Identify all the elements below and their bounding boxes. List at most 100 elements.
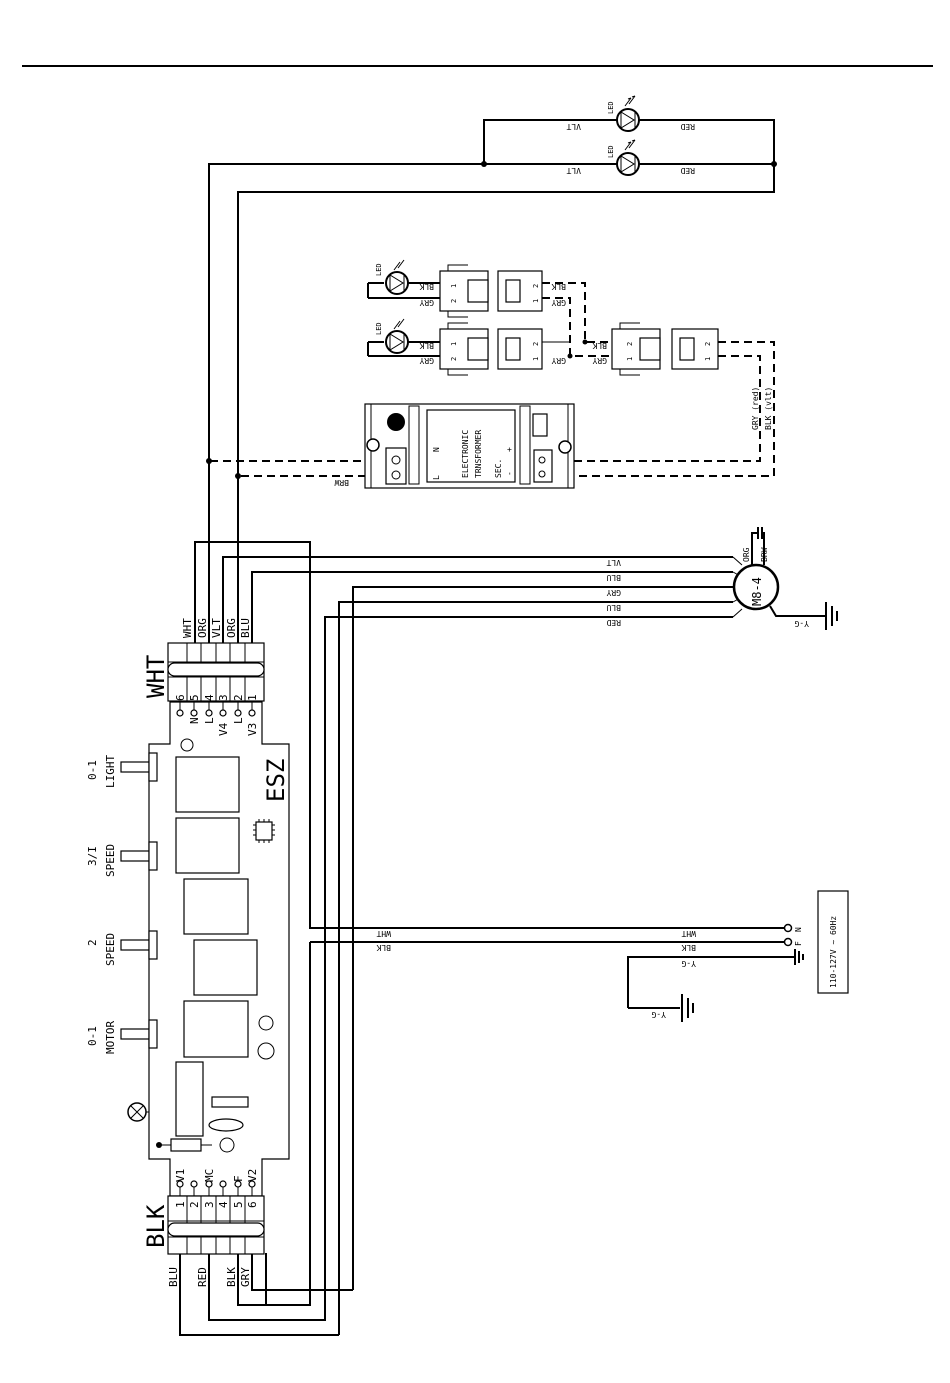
svg-text:2: 2 bbox=[450, 357, 458, 361]
relay-2 bbox=[175, 817, 240, 874]
motor-wire-vlt: VLT bbox=[606, 558, 621, 567]
wht-wire-vlt: VLT bbox=[210, 618, 223, 638]
motor-label: M8-4 bbox=[750, 577, 764, 606]
svg-text:1: 1 bbox=[174, 1201, 187, 1208]
switch-light-label: LIGHT bbox=[104, 755, 117, 788]
relay-4 bbox=[193, 939, 258, 996]
switch-light[interactable] bbox=[120, 752, 158, 782]
svg-text:3: 3 bbox=[203, 1201, 216, 1208]
svg-text:V2: V2 bbox=[246, 1169, 259, 1182]
switch-speed2-label: SPEED bbox=[104, 933, 117, 966]
connector-housing bbox=[439, 264, 719, 376]
svg-text:2: 2 bbox=[188, 1201, 201, 1208]
svg-text:1: 1 bbox=[532, 357, 540, 361]
transformer-primary-n: N bbox=[432, 447, 441, 452]
svg-text:L: L bbox=[232, 717, 245, 724]
supply-wire-wht: WHT bbox=[376, 929, 391, 938]
svg-text:2: 2 bbox=[232, 694, 245, 701]
relay-5 bbox=[183, 1000, 249, 1058]
supply-wire-blk: BLK bbox=[376, 943, 391, 952]
svg-text:V1: V1 bbox=[174, 1169, 187, 1182]
wht-connector-label: WHT bbox=[142, 655, 170, 698]
switch-speed2-state: 2 bbox=[86, 939, 99, 946]
board-name: ESZ bbox=[262, 759, 290, 802]
svg-text:MC: MC bbox=[203, 1169, 216, 1182]
switch-speed3-label: SPEED bbox=[104, 844, 117, 877]
svg-text:1: 1 bbox=[450, 284, 458, 288]
wire-label-blk: BLK bbox=[551, 282, 566, 291]
svg-text:1: 1 bbox=[626, 357, 634, 361]
svg-text:N: N bbox=[188, 717, 201, 724]
svg-text:V4: V4 bbox=[217, 722, 230, 736]
motor-wire-brw: BRW bbox=[760, 547, 769, 562]
switch-motor[interactable] bbox=[120, 1019, 158, 1049]
blk-connector-label: BLK bbox=[142, 1204, 170, 1248]
wire-label-gry: GRY bbox=[592, 356, 607, 365]
wht-connector bbox=[167, 642, 265, 717]
switch-speed-2[interactable] bbox=[120, 930, 158, 960]
wire-label-red: RED bbox=[680, 166, 695, 175]
motor-wire-blu: BLU bbox=[606, 573, 621, 582]
svg-text:5: 5 bbox=[188, 694, 201, 701]
blk-wire-red: RED bbox=[196, 1267, 209, 1287]
motor-circle bbox=[732, 563, 780, 611]
svg-text:4: 4 bbox=[217, 1201, 230, 1208]
motor-wire-blu: BLU bbox=[606, 603, 621, 612]
resistor-block bbox=[211, 1096, 249, 1108]
svg-text:2: 2 bbox=[532, 342, 540, 346]
transformer-title-1: ELECTRONIC bbox=[461, 430, 470, 478]
wire-label-blk-vlt: BLK (vlt) bbox=[764, 387, 773, 430]
supply-box bbox=[817, 890, 849, 994]
control-board: ESZ bbox=[86, 618, 353, 1336]
wire-label-vlt: VLT bbox=[566, 122, 581, 131]
svg-text:1: 1 bbox=[450, 342, 458, 346]
wire-label-gry-red: GRY (red) bbox=[751, 387, 760, 430]
transformer-sec-minus: - bbox=[505, 471, 514, 476]
wht-wire-org: ORG bbox=[196, 618, 209, 638]
supply-label: 110-127V ~ 60Hz bbox=[829, 916, 838, 988]
transformer-sec-plus: + bbox=[505, 447, 514, 452]
lamp-icon bbox=[127, 1102, 149, 1122]
motor: M8-4 ORG BRW Y-G VLT BLU GRY BLU RED bbox=[194, 527, 838, 1335]
led-label: LED bbox=[607, 145, 615, 158]
blk-connector bbox=[167, 1180, 265, 1255]
wht-wire-org: ORG bbox=[225, 618, 238, 638]
svg-text:1: 1 bbox=[246, 694, 259, 701]
svg-text:4: 4 bbox=[203, 694, 216, 701]
svg-text:6: 6 bbox=[174, 694, 187, 701]
switch-speed3-state: 3/I bbox=[86, 846, 99, 866]
supply-ground-label-2: Y-G bbox=[651, 1010, 666, 1019]
svg-text:6: 6 bbox=[246, 1201, 259, 1208]
motor-wire-red: RED bbox=[606, 618, 621, 627]
svg-text:2: 2 bbox=[626, 342, 634, 346]
led-label: LED bbox=[375, 322, 383, 335]
svg-text:1: 1 bbox=[532, 299, 540, 303]
svg-text:2: 2 bbox=[532, 284, 540, 288]
wht-wire-blu: BLU bbox=[239, 618, 252, 638]
led-icon bbox=[616, 139, 640, 176]
blk-wire-blk: BLK bbox=[225, 1267, 238, 1287]
top-led-circuit: LED LED VLT RED VLT RED bbox=[208, 95, 777, 650]
transformer-title-2: TRNSFORMER bbox=[474, 430, 483, 478]
relay-3 bbox=[183, 878, 249, 935]
blk-wire-blu: BLU bbox=[167, 1267, 180, 1287]
chip bbox=[255, 821, 273, 841]
wire-label-gry: GRY bbox=[419, 298, 434, 307]
wire-label-gry: GRY bbox=[551, 356, 566, 365]
led-icon bbox=[367, 318, 440, 357]
middle-led-circuit: LED LED bbox=[206, 259, 775, 479]
power-supply: N F 110-127V ~ 60Hz WHT BLK WHT BLK Y-G … bbox=[265, 890, 849, 1306]
svg-text:F: F bbox=[232, 1175, 245, 1182]
switch-speed-3[interactable] bbox=[120, 841, 158, 871]
wire-label-vlt: VLT bbox=[566, 166, 581, 175]
wire-label-blk: BLK bbox=[419, 282, 434, 291]
transformer-primary-l: L bbox=[432, 475, 441, 480]
capacitor-block bbox=[175, 1061, 204, 1137]
motor-wire-gry: GRY bbox=[606, 588, 621, 597]
terminal-n: N bbox=[794, 927, 803, 932]
switch-motor-state: 0-1 bbox=[86, 1026, 99, 1046]
motor-wire-org: ORG bbox=[742, 547, 751, 562]
led-icon bbox=[616, 95, 640, 132]
switch-light-state: 0-1 bbox=[86, 760, 99, 780]
